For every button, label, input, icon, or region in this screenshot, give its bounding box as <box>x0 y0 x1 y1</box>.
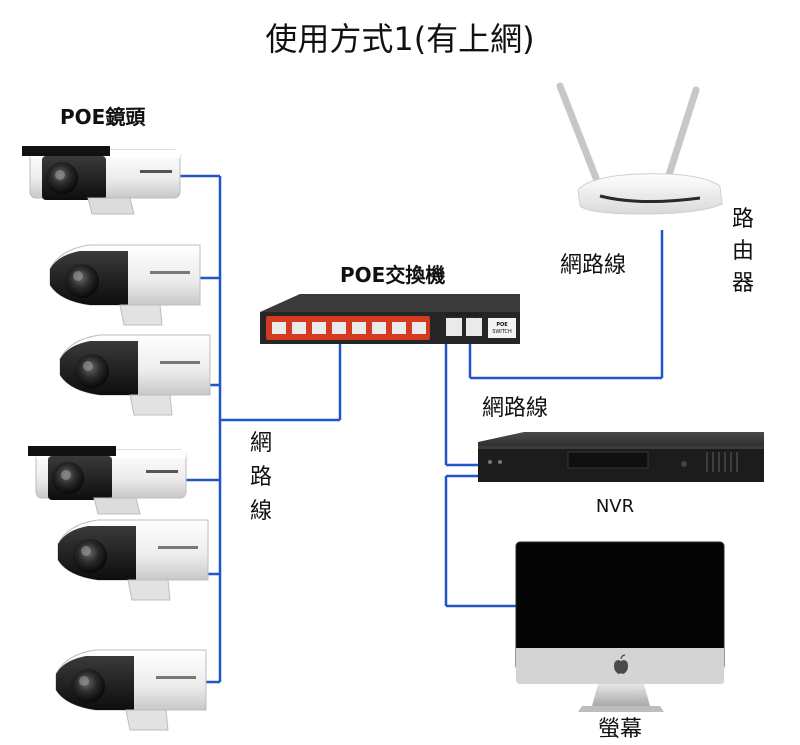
svg-text:由: 由 <box>732 239 754 264</box>
svg-text:SWITCH: SWITCH <box>492 329 512 335</box>
svg-text:UPLINK1: UPLINK1 <box>446 312 463 317</box>
poe-camera-5 <box>57 519 209 601</box>
poe-switch-icon: POE SWITCH UPLINK1 UPLINK2 <box>260 294 520 344</box>
poe-switch-label: POE交換機 <box>340 263 445 287</box>
router-label: 路 由 器 <box>732 207 754 296</box>
monitor-label: 螢幕 <box>598 717 642 742</box>
svg-text:路: 路 <box>732 207 754 232</box>
poe-camera-1 <box>21 145 181 215</box>
poe-camera-4 <box>27 445 187 515</box>
nvr-icon <box>478 432 764 482</box>
svg-text:UPLINK2: UPLINK2 <box>466 312 483 317</box>
apple-logo-icon <box>614 654 628 674</box>
poe-camera-6 <box>55 649 207 731</box>
monitor-icon <box>515 541 725 712</box>
poe-camera-2 <box>49 244 201 326</box>
router-icon <box>556 82 723 215</box>
poe-camera-label: POE鏡頭 <box>60 105 146 129</box>
page-title: 使用方式1(有上網) <box>265 20 534 58</box>
svg-text:網: 網 <box>250 431 272 456</box>
nvr-cable-label: 網路線 <box>482 396 548 421</box>
svg-text:POE: POE <box>496 322 508 328</box>
svg-text:線: 線 <box>250 499 272 524</box>
router-cable-label: 網路線 <box>560 253 626 278</box>
camera-cable-label: 網 路 線 <box>250 431 272 524</box>
poe-camera-3 <box>59 334 211 416</box>
nvr-label: NVR <box>596 496 634 517</box>
svg-text:路: 路 <box>250 465 272 490</box>
svg-text:器: 器 <box>732 271 754 296</box>
